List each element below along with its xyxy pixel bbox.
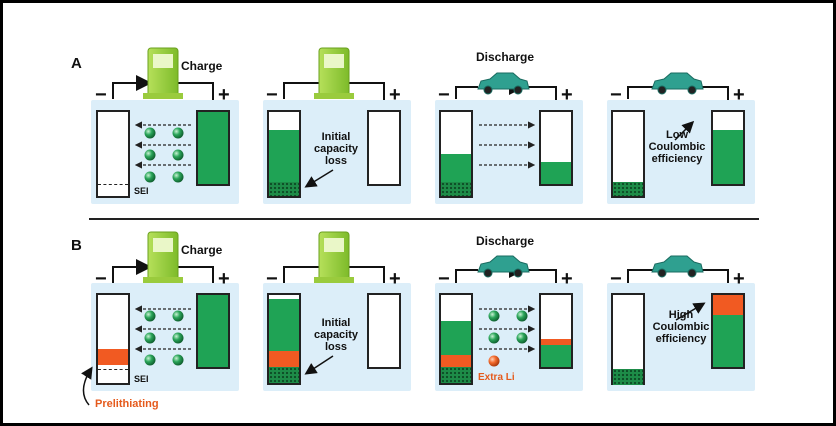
charging-station-icon xyxy=(143,47,354,283)
b1-neg: − xyxy=(95,268,107,290)
diagram-canvas: A B xyxy=(3,3,833,423)
b1-cathode xyxy=(196,293,230,369)
a2-pos: + xyxy=(389,84,401,106)
a4-neg: − xyxy=(610,84,622,106)
a-initial-loss-label: Initial capacity loss xyxy=(313,131,359,167)
b-prelithiating-label: Prelithiating xyxy=(95,398,159,410)
b3-pos: + xyxy=(561,268,573,290)
a4-pos: + xyxy=(733,84,745,106)
a-low-ce-label: Low Coulombic efficiency xyxy=(648,129,706,165)
annotation-arrows xyxy=(304,120,706,375)
a4-anode xyxy=(611,110,645,198)
a2-anode xyxy=(267,110,301,198)
a3-pos: + xyxy=(561,84,573,106)
ion-arrows xyxy=(134,121,536,353)
b-high-ce-label: High Coulombic efficiency xyxy=(652,309,710,345)
a-discharge-label: Discharge xyxy=(476,50,535,64)
a-sei-label: SEI xyxy=(134,186,149,196)
b3-anode xyxy=(439,293,473,385)
a2-neg: − xyxy=(266,84,278,106)
a3-cathode xyxy=(539,110,573,186)
b2-anode xyxy=(267,293,301,385)
a1-cathode xyxy=(196,110,230,186)
diagram-graphics xyxy=(81,47,729,406)
b3-neg: − xyxy=(438,268,450,290)
a3-neg: − xyxy=(438,84,450,106)
b4-cathode xyxy=(711,293,745,369)
row-divider xyxy=(89,218,759,220)
a1-neg: − xyxy=(95,84,107,106)
b2-pos: + xyxy=(389,268,401,290)
b2-neg: − xyxy=(266,268,278,290)
b1-anode xyxy=(96,293,130,385)
car-icon xyxy=(477,72,704,278)
lithium-ion-icon xyxy=(144,127,528,367)
a1-anode xyxy=(96,110,130,198)
a2-cathode xyxy=(367,110,401,186)
row-label-b: B xyxy=(71,237,82,254)
row-label-a: A xyxy=(71,55,82,72)
a-charge-label: Charge xyxy=(181,59,223,73)
b-initial-loss-label: Initial capacity loss xyxy=(313,317,359,353)
b4-anode xyxy=(611,293,645,385)
b3-cathode xyxy=(539,293,573,369)
prelithiating-arrow xyxy=(81,366,93,406)
b-extra-label: Extra Li xyxy=(478,372,515,383)
b2-cathode xyxy=(367,293,401,369)
b-sei-label: SEI xyxy=(134,374,149,384)
b-charge-label: Charge xyxy=(181,243,223,257)
a4-cathode xyxy=(711,110,745,186)
wires xyxy=(112,75,729,283)
b-discharge-label: Discharge xyxy=(476,234,535,248)
a3-anode xyxy=(439,110,473,198)
a1-pos: + xyxy=(218,84,230,106)
b4-neg: − xyxy=(610,268,622,290)
b4-pos: + xyxy=(733,268,745,290)
b1-pos: + xyxy=(218,268,230,290)
